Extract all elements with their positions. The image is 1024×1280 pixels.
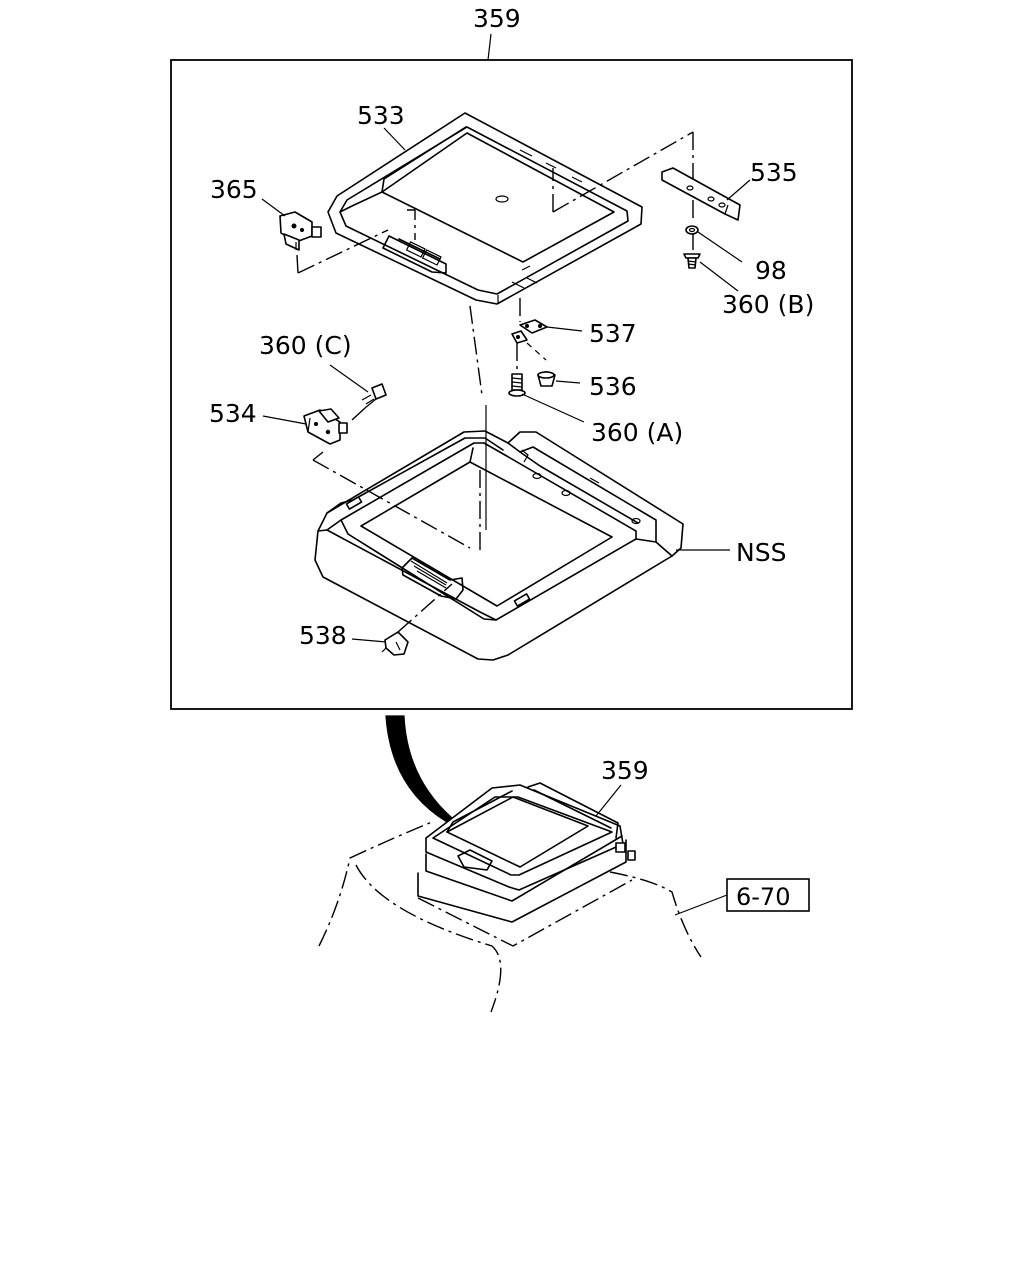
part-537-clip [511, 319, 548, 344]
label-nss: NSS [736, 538, 786, 567]
label-365: 365 [210, 175, 258, 204]
part-360a-screw [508, 373, 526, 397]
part-535-bracket [661, 167, 741, 221]
label-360b: 360 (B) [722, 290, 814, 319]
label-ref-6-70: 6-70 [736, 883, 790, 911]
part-360c-screw [361, 383, 387, 409]
part-360b-screw [683, 253, 701, 269]
label-360a: 360 (A) [591, 418, 683, 447]
label-534: 534 [209, 399, 257, 428]
label-360c: 360 (C) [259, 331, 352, 360]
inset-console [318, 782, 702, 1013]
part-534-latch [303, 408, 348, 445]
part-538-clip [381, 631, 409, 656]
label-536: 536 [589, 372, 637, 401]
label-359-top: 359 [473, 4, 521, 33]
label-537: 537 [589, 319, 637, 348]
callout-arrow [385, 715, 453, 823]
label-535: 535 [750, 158, 798, 187]
label-359-inset: 359 [601, 756, 649, 785]
part-365-hinge [279, 211, 322, 251]
label-533: 533 [357, 101, 405, 130]
part-98-washer [685, 225, 699, 235]
part-533-cover [327, 112, 643, 305]
part-536-grommet [537, 371, 556, 387]
assembly-frame [170, 59, 853, 710]
label-538: 538 [299, 621, 347, 650]
part-nss-base [314, 430, 684, 661]
label-98: 98 [755, 256, 787, 285]
